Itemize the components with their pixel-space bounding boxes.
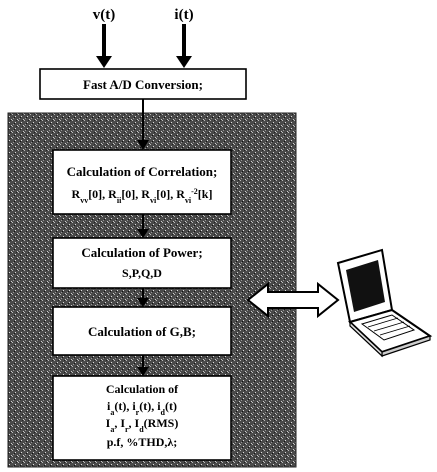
current-input-label: i(t) xyxy=(174,7,193,23)
power-title: Calculation of Power; xyxy=(81,245,202,260)
correlation-block: Calculation of Correlation; Rvv[0], Rii[… xyxy=(52,149,232,215)
bidirectional-link-arrow xyxy=(246,281,340,319)
voltage-input-label: v(t) xyxy=(93,7,116,23)
connector-correlation-power xyxy=(137,214,149,238)
connector-power-gb xyxy=(137,288,149,307)
adc-label: Fast A/D Conversion; xyxy=(83,77,203,92)
correlation-title: Calculation of Correlation; xyxy=(67,164,218,179)
final-block: Calculation of ia(t), ir(t), id(t) Ia, I… xyxy=(52,375,232,461)
final-title: Calculation of xyxy=(106,382,179,396)
current-input-arrow xyxy=(176,24,192,68)
power-values: S,P,Q,D xyxy=(122,266,162,280)
connector-adc-correlation xyxy=(137,99,149,150)
final-currents: ia(t), ir(t), id(t) xyxy=(107,399,177,417)
connector-gb-final xyxy=(137,355,149,376)
correlation-values: Rvv[0], Rii[0], Rvi[0], Rvi-2[k] xyxy=(72,187,213,205)
final-metrics: p.f, %THD,λ; xyxy=(107,435,178,449)
gb-label: Calculation of G,B; xyxy=(88,324,196,339)
laptop-icon xyxy=(336,248,433,358)
voltage-input-arrow xyxy=(96,24,112,68)
power-block: Calculation of Power; S,P,Q,D xyxy=(52,237,232,289)
adc-block: Fast A/D Conversion; xyxy=(39,68,247,100)
gb-block: Calculation of G,B; xyxy=(52,306,232,356)
final-rms: Ia, Ir, Id(RMS) xyxy=(106,416,179,434)
